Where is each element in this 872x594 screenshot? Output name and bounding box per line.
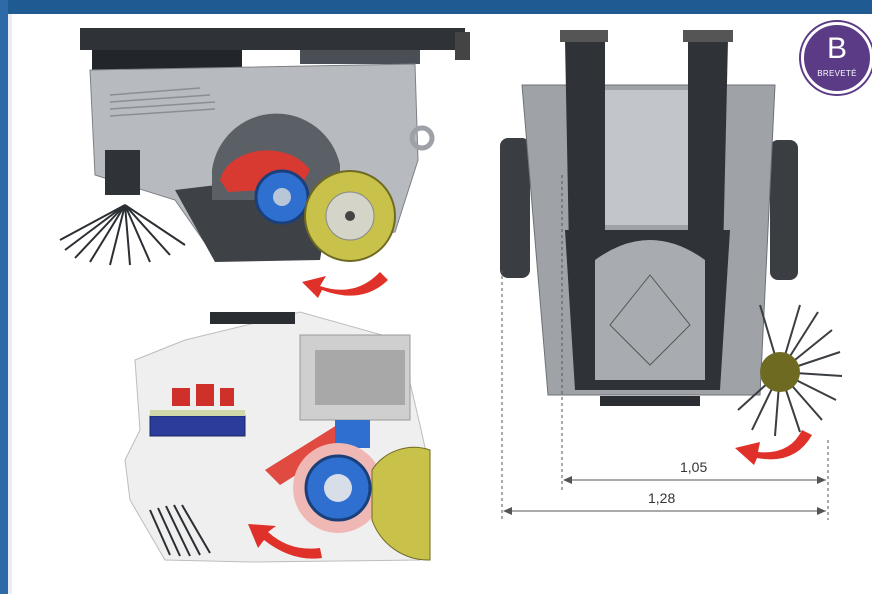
badge-label: BREVETÉ: [817, 69, 857, 78]
top-rail: [80, 28, 465, 50]
patent-badge: B BREVETÉ: [801, 22, 872, 94]
badge-letter: B: [826, 32, 847, 65]
right-track: [770, 140, 798, 280]
side-view: [59, 28, 470, 298]
dim-label-outer: 1,28: [648, 490, 676, 506]
rotation-arrow-section: [248, 524, 322, 559]
front-view: [500, 30, 843, 520]
top-frame-bar: [0, 0, 872, 14]
left-track: [500, 138, 530, 278]
dim-label-inner: 1,05: [680, 459, 708, 475]
left-frame-bar: [0, 0, 8, 594]
blue-bar: [149, 415, 246, 437]
red-flails: [172, 384, 234, 406]
left-frame-inner: [8, 14, 12, 594]
rotation-arrow-side: [302, 272, 388, 298]
rotation-arrow-front: [735, 430, 812, 465]
front-brush-side: [59, 204, 186, 266]
cross-section-view: [124, 311, 431, 563]
